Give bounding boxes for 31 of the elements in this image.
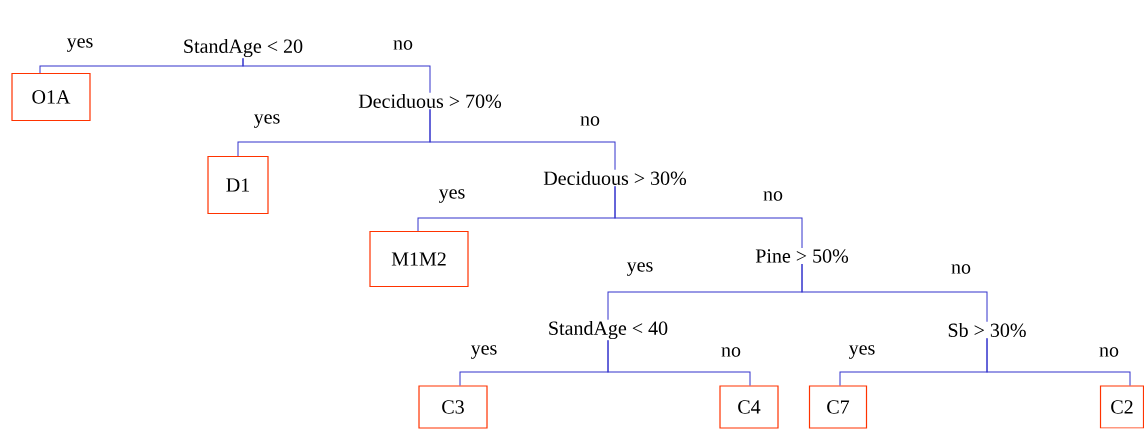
leaf-box: M1M2 [369, 230, 469, 288]
leaf-box: C4 [719, 385, 779, 429]
edge-label: yes [65, 37, 95, 53]
edge-label: no [392, 39, 414, 51]
leaf-box: C7 [808, 385, 868, 429]
leaf-box: C3 [418, 385, 488, 429]
branch-line [607, 339, 751, 386]
split-condition: StandAge < 20 [184, 38, 303, 58]
split-condition: Pine > 50% [755, 249, 849, 263]
split-condition: StandAge < 40 [549, 320, 668, 340]
branch-line [242, 57, 431, 94]
branch-line [801, 263, 988, 323]
leaf-box: D1 [207, 155, 269, 215]
edge-label: yes [469, 344, 499, 360]
branch-line [614, 185, 803, 249]
split-condition: Deciduous > 30% [543, 170, 687, 186]
edge-label: no [950, 263, 972, 275]
edge-label: no [762, 190, 784, 202]
edge-label: yes [252, 113, 282, 129]
branch-line [429, 108, 616, 171]
edge-label: yes [437, 188, 467, 204]
edge-label: no [579, 115, 601, 127]
branch-line [986, 337, 1131, 386]
edge-label: no [720, 346, 742, 358]
edge-label: yes [847, 344, 877, 360]
split-condition: Sb > 30% [948, 322, 1026, 338]
split-condition: Deciduous > 70% [358, 93, 502, 109]
edge-label: yes [625, 261, 655, 277]
leaf-box: C2 [1099, 385, 1144, 429]
leaf-box: O1A [11, 72, 91, 122]
edge-label: no [1098, 346, 1120, 358]
